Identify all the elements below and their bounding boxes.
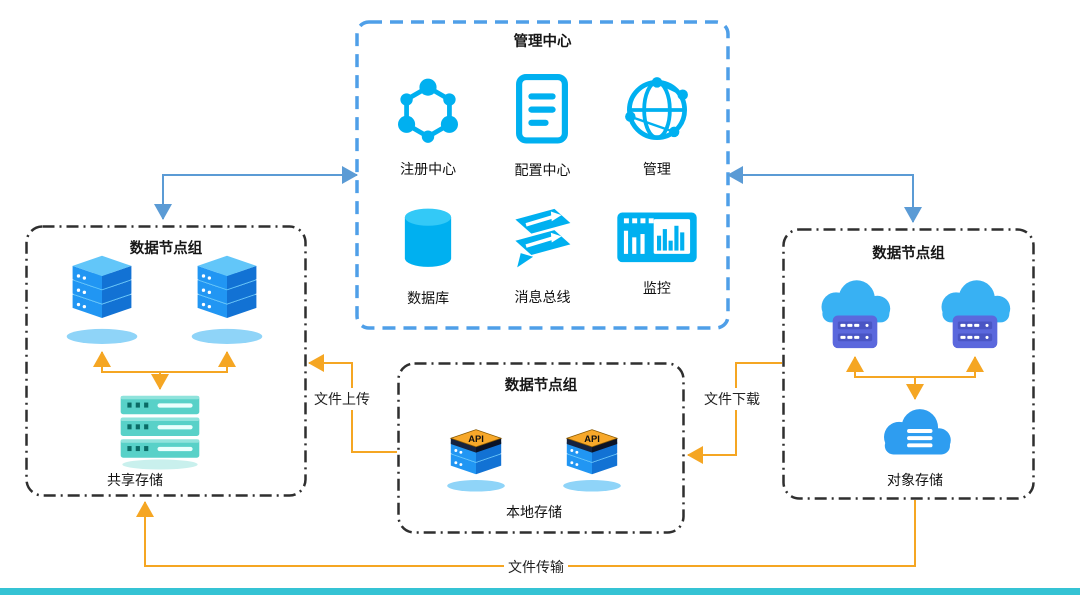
api-badge-label: API (584, 434, 600, 444)
right-group-title: 数据节点组 (872, 246, 945, 262)
center-group-title: 数据节点组 (504, 378, 578, 394)
api-badge-label: API (468, 434, 484, 444)
management-center-title: 管理中心 (513, 34, 572, 50)
config-center-label: 配置中心 (514, 161, 571, 178)
file-upload-label: 文件上传 (310, 388, 374, 410)
shared-storage-label: 共享存储 (107, 472, 163, 488)
object-storage-node (875, 402, 955, 464)
monitor-icon (617, 212, 697, 263)
config-icon (516, 73, 569, 144)
shared-storage-icon (120, 395, 200, 470)
manage-icon (624, 77, 688, 140)
cloud-server-node-1 (812, 276, 898, 355)
api-server-node-2: API (556, 408, 628, 493)
server-icon (191, 255, 263, 344)
file-transfer-label: 文件传输 (504, 556, 568, 578)
bottom-accent-bar (0, 588, 1080, 595)
config-center-item: 配置中心 (485, 60, 599, 189)
management-center-box: 管理中心 注册中心 (355, 20, 730, 330)
database-icon (405, 208, 452, 267)
message-bus-item: 消息总线 (485, 189, 599, 318)
object-storage-icon (884, 409, 951, 455)
cloud-server-icon (941, 280, 1011, 349)
message-bus-icon (515, 208, 571, 268)
registry-icon (398, 78, 459, 143)
file-download-label: 文件下载 (700, 388, 764, 410)
database-label: 数据库 (407, 289, 450, 306)
manage-item: 管理 (600, 60, 714, 189)
monitor-item: 监控 (600, 189, 714, 318)
server-icon (66, 255, 138, 344)
registry-center-item: 注册中心 (371, 60, 485, 189)
database-item: 数据库 (371, 189, 485, 318)
cloud-server-node-2 (932, 276, 1018, 355)
left-group-title: 数据节点组 (129, 241, 203, 257)
registry-center-label: 注册中心 (400, 161, 457, 177)
message-bus-label: 消息总线 (514, 289, 571, 305)
monitor-label: 监控 (642, 280, 671, 296)
cloud-server-icon (821, 280, 891, 349)
management-icon-grid: 注册中心 配置中心 (371, 60, 714, 318)
shared-storage-node (114, 392, 206, 470)
mgmt-right-group-connector (727, 166, 922, 223)
api-server-node-1: API (440, 408, 512, 493)
mgmt-left-group-connector (154, 166, 358, 220)
api-server-icon: API (563, 429, 621, 492)
api-server-icon: API (447, 429, 505, 492)
left-server-node-1 (60, 255, 144, 349)
local-storage-label: 本地存储 (506, 504, 562, 520)
left-server-node-2 (185, 255, 269, 349)
object-storage-label: 对象存储 (887, 472, 943, 488)
manage-label: 管理 (642, 161, 671, 177)
